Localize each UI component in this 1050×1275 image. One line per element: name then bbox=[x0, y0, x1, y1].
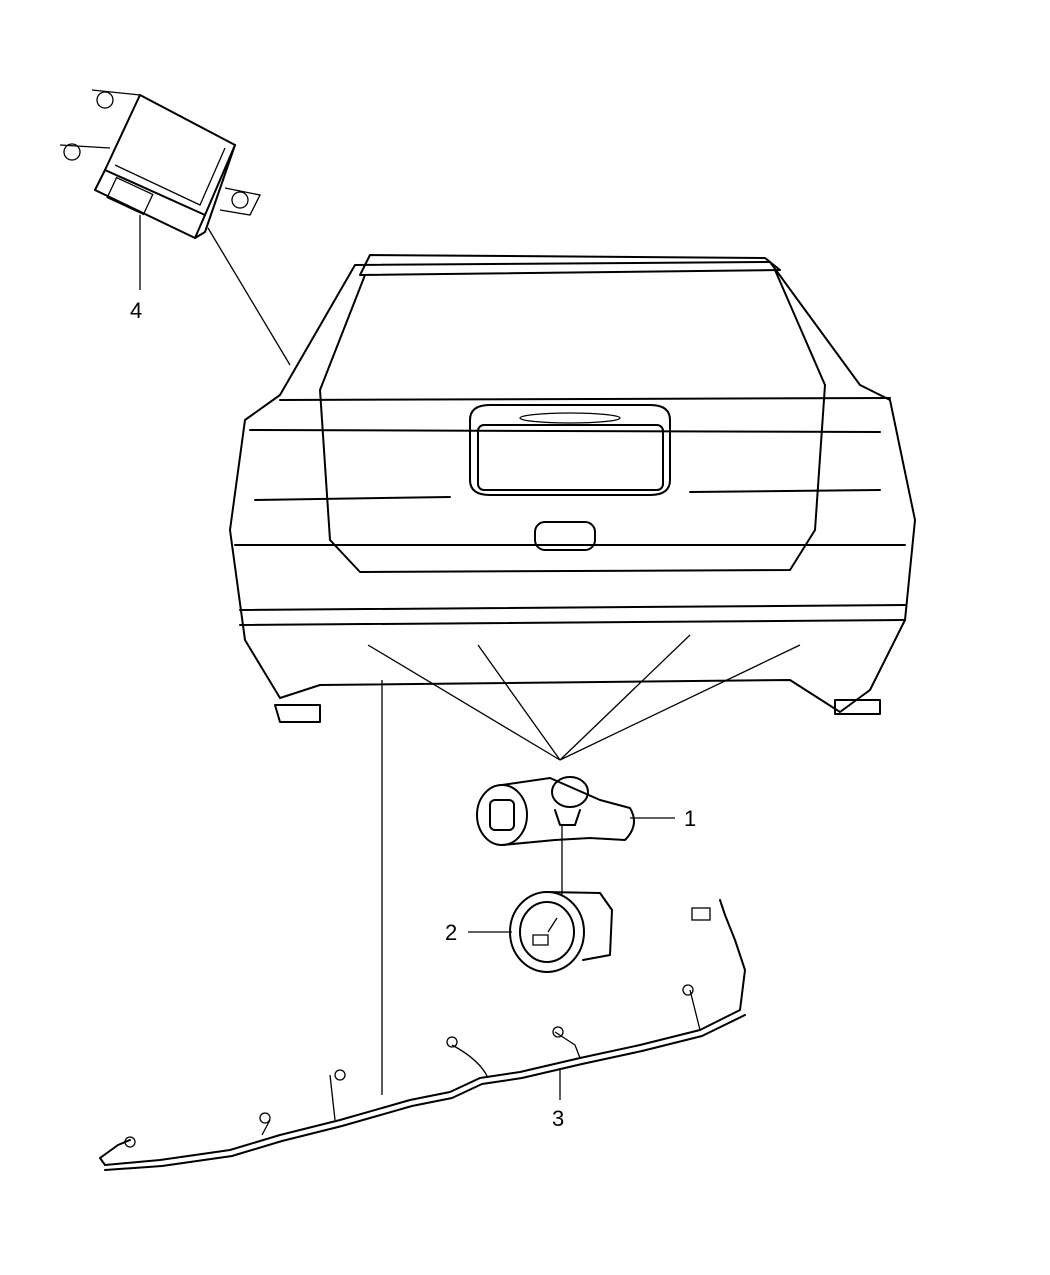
callout-2: 2 bbox=[445, 920, 458, 945]
callout-1: 1 bbox=[684, 806, 697, 831]
park-assist-module bbox=[59, 89, 261, 239]
vehicle-rear-view bbox=[229, 254, 916, 723]
leader-lines bbox=[139, 215, 801, 1100]
park-assist-sensor bbox=[476, 776, 635, 846]
wiring-harness bbox=[99, 899, 746, 1171]
sensor-bezel bbox=[509, 891, 613, 973]
callout-3: 3 bbox=[552, 1106, 565, 1131]
callout-4: 4 bbox=[130, 298, 143, 323]
